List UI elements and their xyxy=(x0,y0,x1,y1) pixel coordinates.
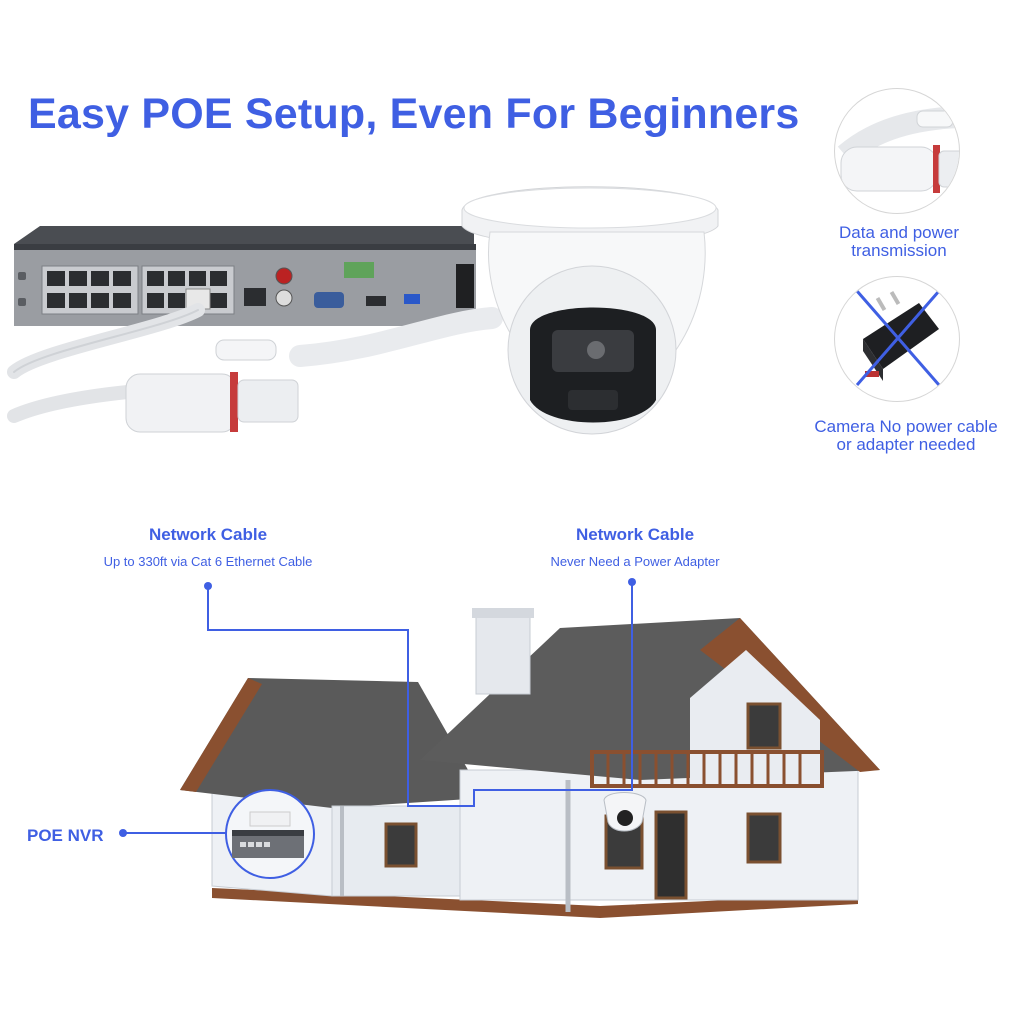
mounted-camera-image xyxy=(603,792,647,832)
data-power-caption-line-1: Data and power xyxy=(838,223,960,242)
crossed-out-power-adapter-icon xyxy=(855,290,941,386)
no-adapter-caption: Camera No power cable or adapter needed xyxy=(800,418,1012,454)
data-power-feature-image xyxy=(834,88,960,214)
hero-product-illustration xyxy=(7,186,719,435)
main-house-image xyxy=(340,608,880,912)
poe-connector-icon xyxy=(837,106,959,193)
network-cable-subtitle-right: Never Need a Power Adapter xyxy=(550,554,720,569)
nvr-recorder-image xyxy=(14,226,476,326)
no-adapter-caption-line-2: or adapter needed xyxy=(836,435,976,454)
network-cable-title-right: Network Cable xyxy=(575,525,695,544)
no-adapter-caption-line-1: Camera No power cable xyxy=(814,417,998,436)
nvr-location-zoom-image xyxy=(225,789,315,879)
cable-route-lines xyxy=(120,582,633,834)
network-cable-callout-right: Network Cable Never Need a Power Adapter xyxy=(530,525,740,569)
poe-nvr-label: POE NVR xyxy=(27,826,104,845)
data-power-caption-line-2: transmission xyxy=(851,241,947,260)
data-power-caption: Data and power transmission xyxy=(826,224,972,260)
left-wing-image xyxy=(180,678,484,897)
headline: Easy POE Setup, Even For Beginners xyxy=(28,90,800,138)
network-cable-subtitle-left: Up to 330ft via Cat 6 Ethernet Cable xyxy=(103,554,313,569)
house-installation-diagram xyxy=(119,578,880,918)
poe-connector-image xyxy=(125,339,299,433)
dome-camera-image xyxy=(461,186,719,435)
no-adapter-feature-image xyxy=(834,276,960,402)
network-cable-callout-left: Network Cable Up to 330ft via Cat 6 Ethe… xyxy=(98,525,318,569)
network-cable-title-left: Network Cable xyxy=(148,525,268,544)
